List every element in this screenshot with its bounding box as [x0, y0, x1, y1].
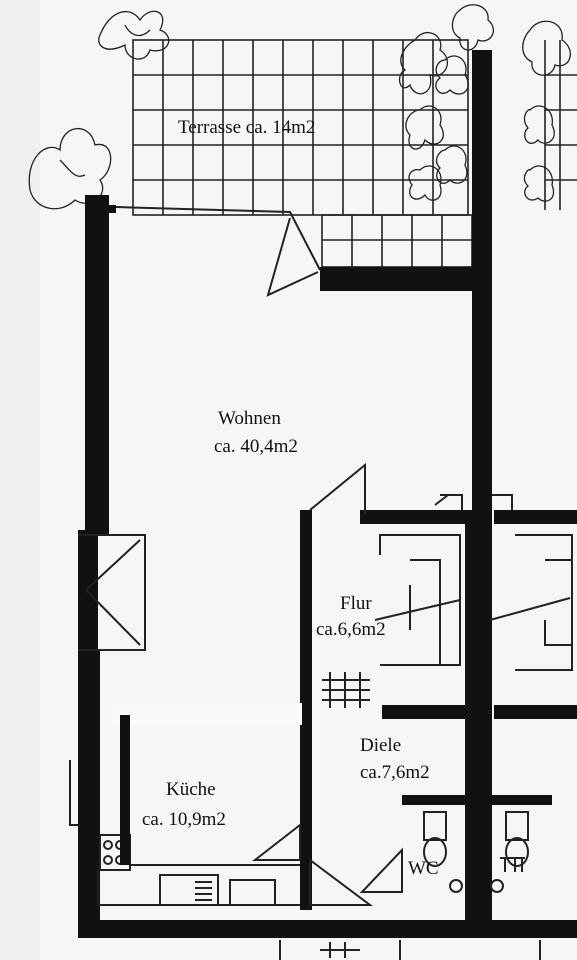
wohnen-area: ca. 40,4m2	[214, 436, 298, 457]
plants	[28, 4, 571, 210]
diele-area: ca.7,6m2	[360, 762, 430, 783]
redaction-strip	[112, 703, 302, 725]
interior-lines	[69, 206, 573, 960]
terrasse-label: Terrasse ca. 14m2	[178, 117, 316, 138]
wc-name: WC	[408, 858, 439, 879]
kueche-area: ca. 10,9m2	[142, 809, 226, 830]
diele-name: Diele	[360, 735, 402, 756]
flur-area: ca.6,6m2	[316, 619, 386, 640]
flur-name: Flur	[340, 593, 372, 614]
terrace-tiles	[132, 39, 577, 268]
wohnen-name: Wohnen	[218, 408, 281, 429]
kueche-name: Küche	[166, 779, 216, 800]
